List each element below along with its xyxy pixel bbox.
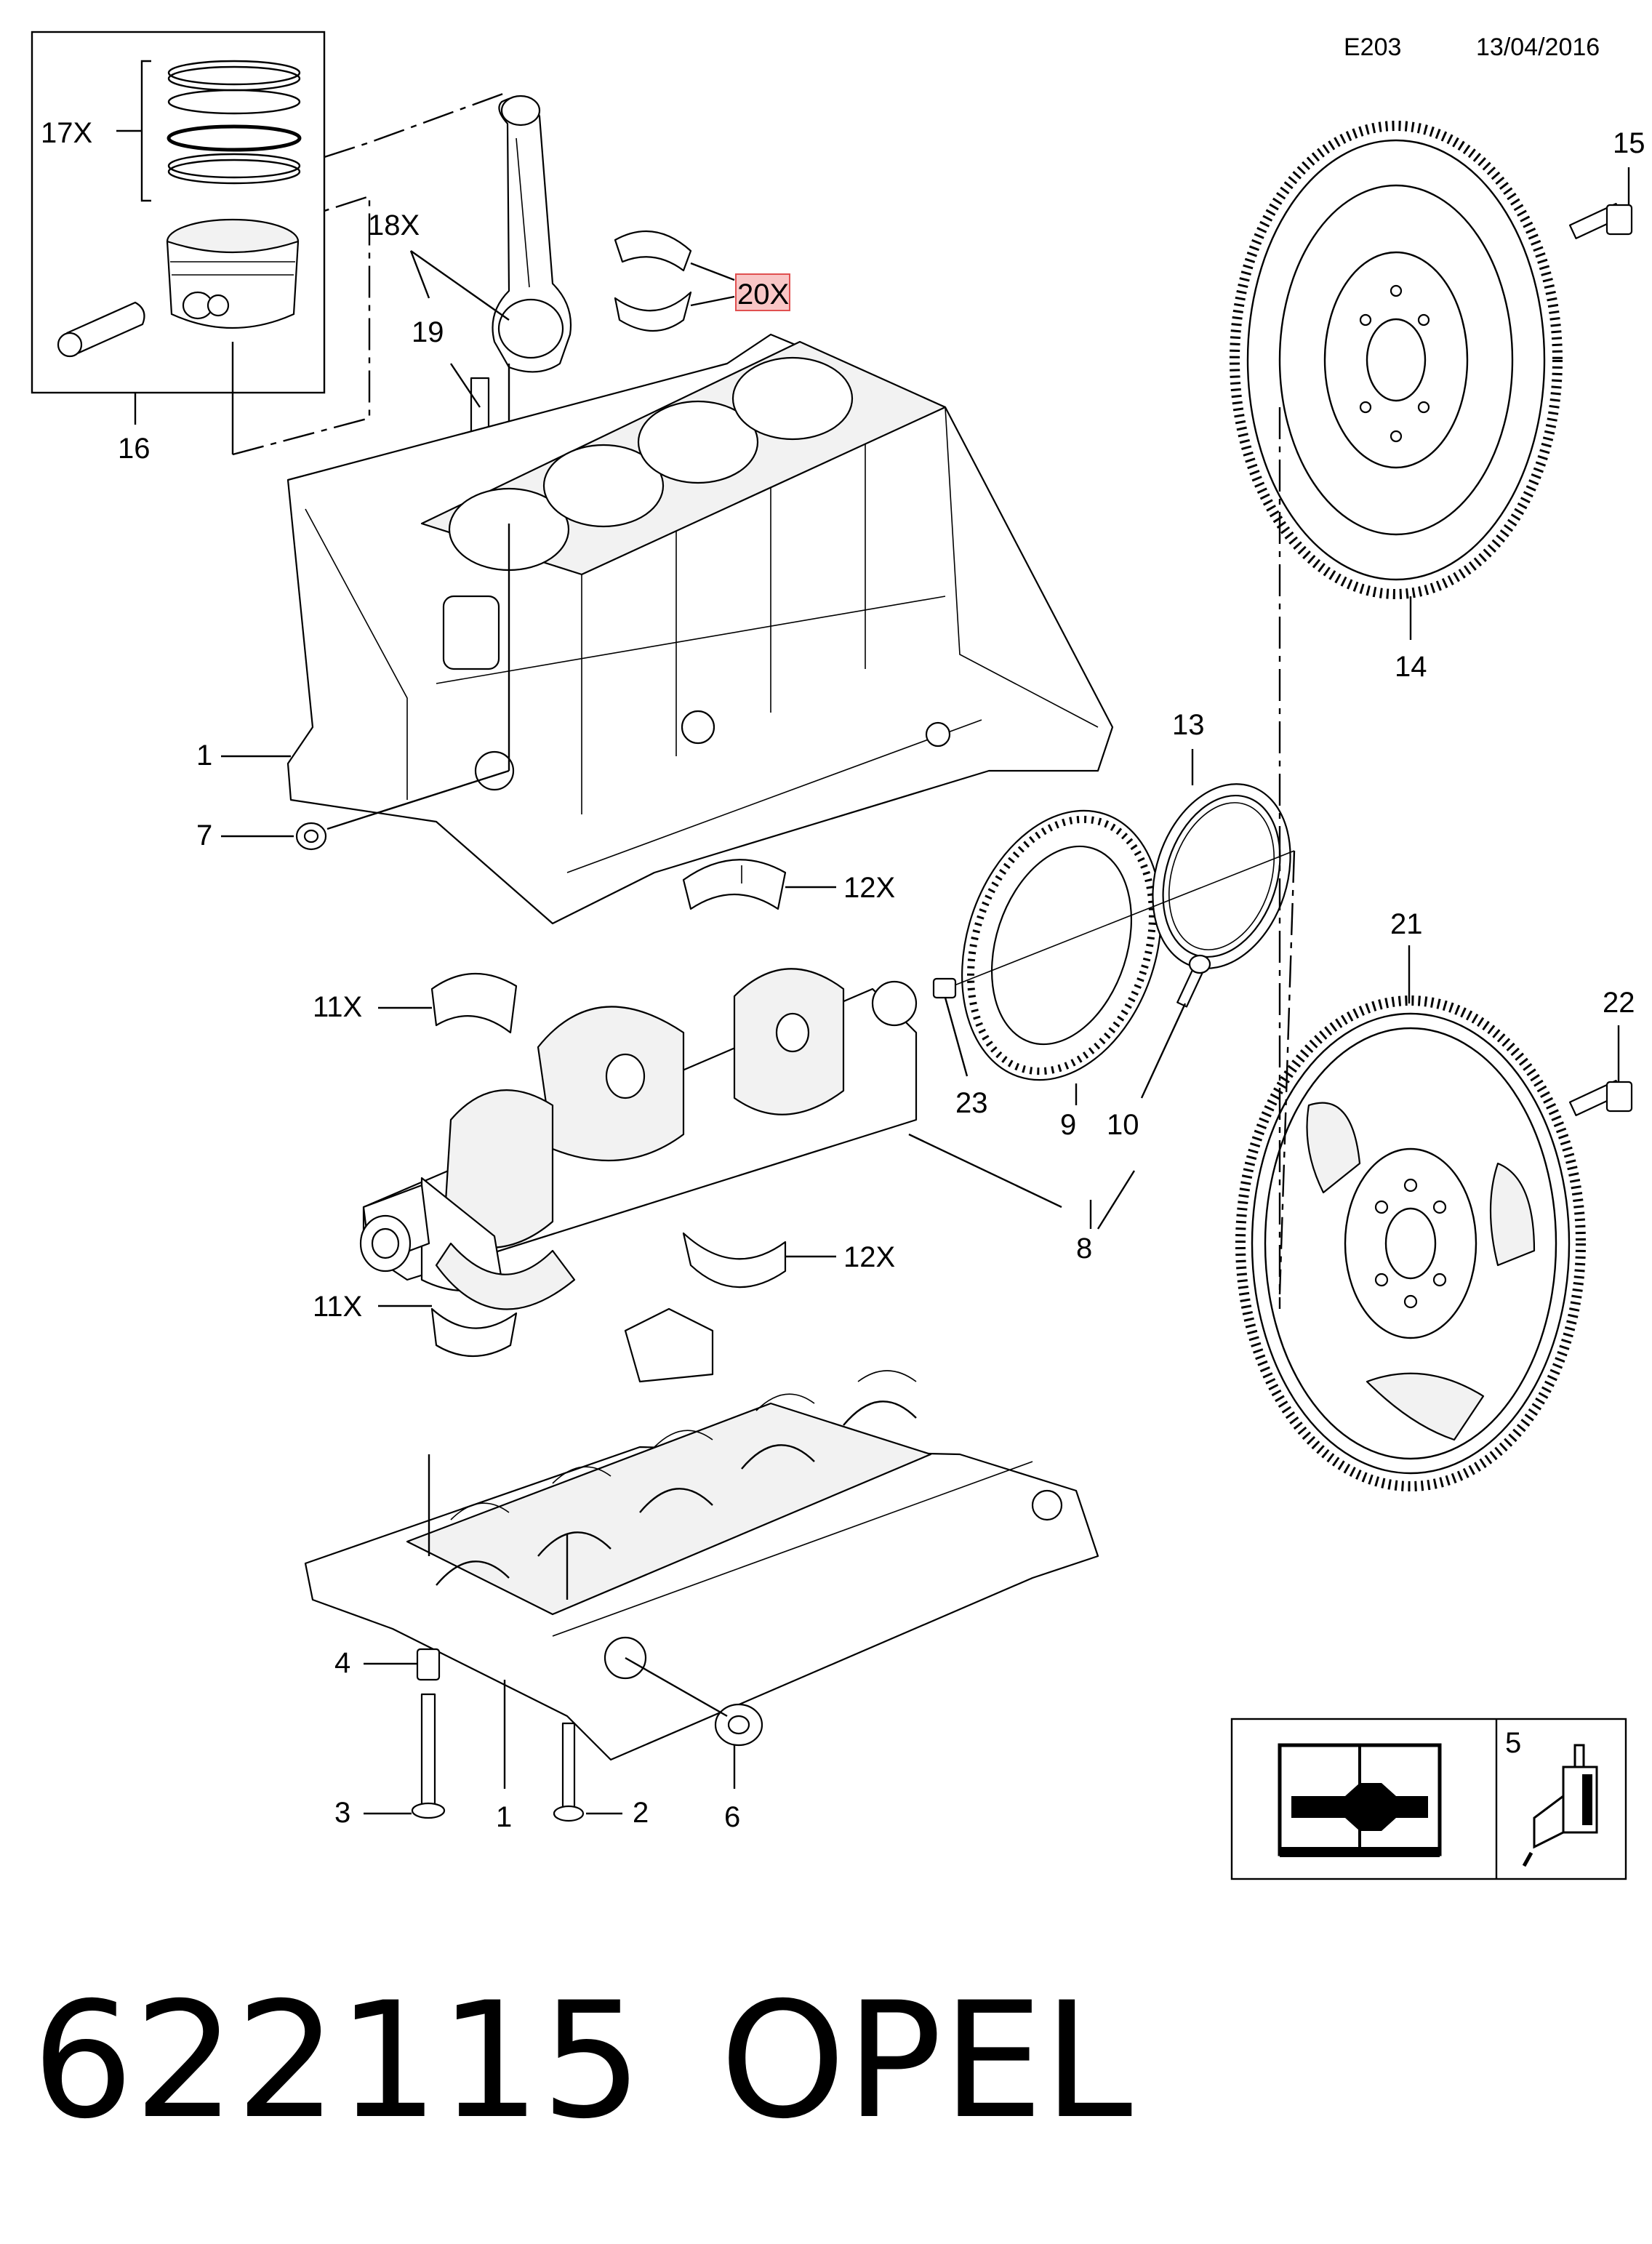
part-number: 622115 [32,1968,643,2154]
piston-pin [57,301,145,358]
conrod-bearing-shells [614,230,692,332]
callout-20x: 20X [737,279,789,310]
callout-15: 15 [1613,127,1645,159]
connecting-rod [492,95,572,373]
bedplate-bolt-long [411,1693,446,1819]
callout-11x-bottom: 11X [313,1291,362,1323]
main-bearing-lower-11x [430,1307,518,1357]
callout-6: 6 [724,1801,740,1833]
crankshaft-key [932,977,957,999]
callout-17x: 17X [41,117,92,149]
main-bearing-upper-12x [682,859,787,910]
rear-crankshaft-seal [1152,783,1291,969]
flexplate [1235,995,1586,1491]
callout-20x-highlight [735,273,790,311]
callout-12x-bottom: 12X [843,1241,895,1273]
callout-18x: 18X [368,209,420,241]
bedplate-bolt-short [553,1722,585,1822]
block-plug [295,822,327,851]
callout-8: 8 [1076,1233,1092,1265]
diagram-date: 13/04/2016 [1476,33,1600,61]
reluctor-bolt [1176,954,1211,1008]
callout-9: 9 [1060,1109,1076,1141]
manual-wrench-icon [1278,1743,1442,1857]
callout-19: 19 [412,316,444,348]
callout-10: 10 [1107,1109,1139,1141]
sealant-tube-icon [1522,1744,1598,1867]
brand-name: OPEL [720,1968,1132,2154]
diagram-code: E203 [1344,33,1401,61]
flywheel [1230,121,1563,599]
bedplate [304,1307,1099,1761]
callout-4: 4 [334,1647,350,1679]
callout-23: 23 [955,1087,988,1119]
piston [166,218,300,329]
callout-1-bottom: 1 [496,1801,512,1833]
callout-12x-top: 12X [843,872,895,904]
callout-3: 3 [334,1797,350,1829]
callout-22: 22 [1603,987,1635,1019]
crankshaft [359,968,918,1310]
callout-2: 2 [633,1797,649,1829]
main-bearing-upper-11x [430,972,518,1034]
callout-13: 13 [1172,709,1205,741]
callout-5: 5 [1505,1727,1521,1759]
callout-14: 14 [1395,651,1427,683]
callout-1-top: 1 [196,740,212,772]
piston-assembly-box [31,31,326,454]
drain-plug [714,1703,763,1747]
main-bearing-lower-12x [682,1232,787,1289]
cylinder-block [286,333,1114,925]
legend-box [1230,1718,1627,1880]
flexplate-bolt [1568,1080,1633,1116]
flywheel-bolt [1568,203,1633,239]
dowel-sleeve [416,1648,441,1681]
callout-21: 21 [1390,908,1423,940]
callout-11x-top: 11X [313,991,362,1023]
callout-16: 16 [118,433,151,465]
reluctor-ring [961,809,1162,1081]
callout-7: 7 [196,820,212,851]
piston-rings [167,60,302,185]
